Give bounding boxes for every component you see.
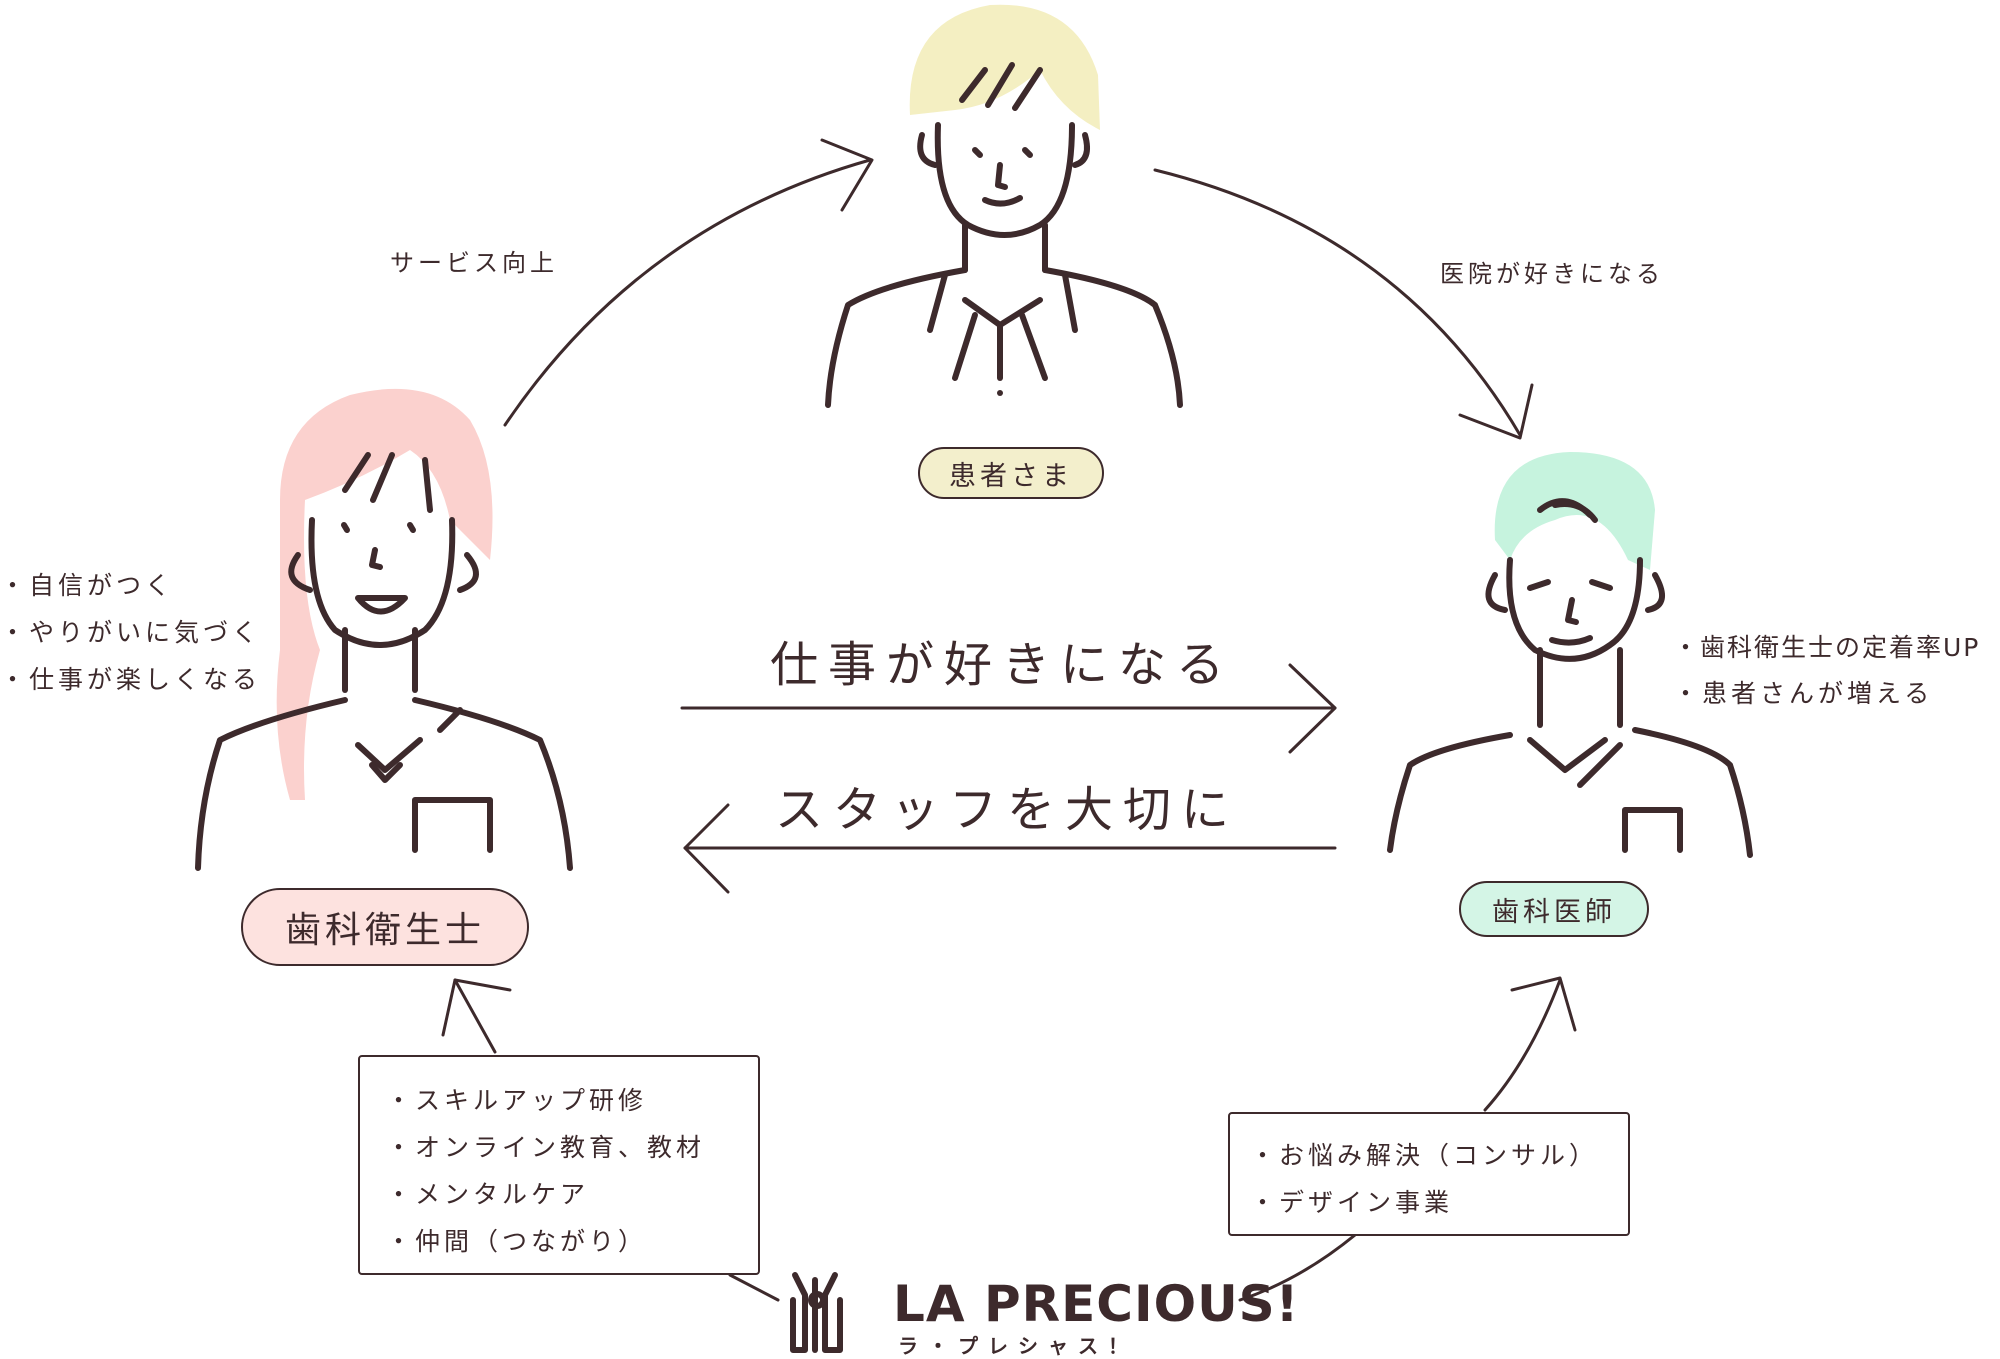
patient-label-text: 患者さま [949,460,1073,492]
hygienist-label: 歯科衛生士 [241,888,529,966]
logo-kana: ラ・プレシャス！ [898,1334,1138,1358]
list-item: ・お悩み解決（コンサル） [1250,1141,1599,1170]
dental-tools-icon [790,1272,843,1353]
list-item: ・やりがいに気づく [0,618,262,647]
arrow-patient-to-dentist [1153,168,1534,440]
dentist-person-icon [1387,452,1753,858]
list-item: ・仲間（つながり） [386,1227,648,1256]
list-item: ・患者さんが増える [1673,679,1934,708]
arrow-like-work [680,663,1337,754]
logo-name: LA PRECIOUS! [893,1275,1300,1333]
hygienist-support-box: ・スキルアップ研修 ・オンライン教育、教材 ・メンタルケア ・仲間（つながり） [358,1055,760,1275]
list-item: ・自信がつく [0,571,175,600]
arrow-hygienist-to-patient [503,138,874,427]
list-item: ・スキルアップ研修 [386,1086,648,1115]
connector-logo-hygienist-support [728,1273,780,1302]
arrow-support-to-dentist [1483,976,1577,1112]
hygienist-person-icon [195,388,573,871]
value-staff-label: スタッフを大切に [775,782,1240,838]
list-item: ・メンタルケア [386,1180,590,1209]
patient-label: 患者さま [918,447,1104,499]
list-item: ・デザイン事業 [1250,1188,1454,1217]
connector-logo-dentist-support [1238,1233,1357,1302]
like-work-label: 仕事が好きになる [770,637,1235,693]
arrow-support-to-hygienist [441,978,512,1054]
list-item: ・歯科衛生士の定着率UP [1673,633,1981,662]
list-item: ・オンライン教育、教材 [386,1133,706,1162]
like-clinic-label: 医院が好きになる [1440,260,1664,288]
dentist-support-box: ・お悩み解決（コンサル） ・デザイン事業 [1228,1112,1630,1236]
dentist-label-text: 歯科医師 [1492,896,1616,928]
hygienist-label-text: 歯科衛生士 [284,910,485,951]
list-item: ・仕事が楽しくなる [0,665,262,694]
service-up-label: サービス向上 [390,249,558,277]
arrow-value-staff [683,803,1337,894]
dentist-label: 歯科医師 [1459,881,1649,937]
patient-person-icon [825,4,1183,408]
